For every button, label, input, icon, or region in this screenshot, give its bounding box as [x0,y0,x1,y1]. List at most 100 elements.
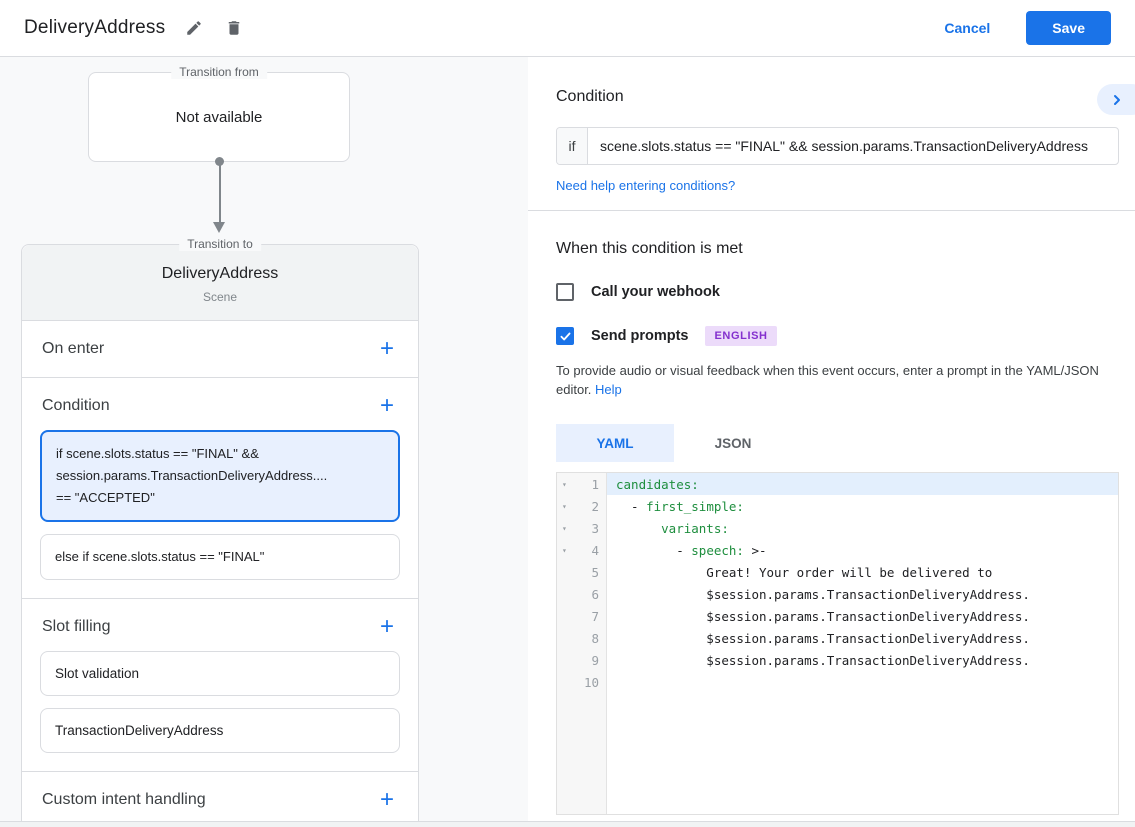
add-condition-button[interactable]: + [376,394,398,418]
yaml-key: first_simple: [646,498,744,514]
code-line[interactable]: $session.params.TransactionDeliveryAddre… [607,605,1118,627]
condition-help-link[interactable]: Need help entering conditions? [556,178,736,193]
scene-name: DeliveryAddress [161,265,279,282]
add-slot-button[interactable]: + [376,615,398,639]
prompt-description: To provide audio or visual feedback when… [556,361,1116,399]
code-text: Great! Your order will be delivered to [616,564,993,580]
top-bar: DeliveryAddress Cancel Save [0,0,1135,57]
editor-gutter-cell: 10 [557,671,606,693]
code-text: $session.params.TransactionDeliveryAddre… [616,608,1030,624]
chevron-right-icon [1109,92,1125,108]
transition-from-box: Transition from Not available [88,65,350,162]
code-text: $session.params.TransactionDeliveryAddre… [616,586,1030,602]
editor-gutter-cell: 9 [557,649,606,671]
code-line[interactable]: - first_simple: [607,495,1118,517]
plus-icon: + [379,613,394,640]
scene-card-header: DeliveryAddress Scene [22,245,418,321]
editor-gutter-cell: ▾3 [557,517,606,539]
editor-code-area[interactable]: candidates: - first_simple: variants: - … [607,473,1118,814]
prompt-description-text: To provide audio or visual feedback when… [556,363,1099,397]
collapse-panel-button[interactable] [1097,84,1135,115]
tab-json[interactable]: JSON [714,435,752,451]
save-button[interactable]: Save [1026,11,1111,45]
webhook-row: Call your webhook [556,283,1119,301]
code-line[interactable]: candidates: [607,473,1118,495]
editor-gutter-cell: 8 [557,627,606,649]
code-line[interactable]: $session.params.TransactionDeliveryAddre… [607,649,1118,671]
page-title: DeliveryAddress [24,17,166,38]
section-slot-filling: Slot filling + Slot validation Transacti… [22,599,418,772]
line-number: 2 [591,498,599,514]
add-custom-intent-button[interactable]: + [376,788,398,812]
checkmark-icon [559,330,572,343]
prompt-help-link[interactable]: Help [595,382,622,397]
code-text: $session.params.TransactionDeliveryAddre… [616,652,1030,668]
fold-arrow-icon[interactable]: ▾ [562,479,567,489]
code-line[interactable]: $session.params.TransactionDeliveryAddre… [607,627,1118,649]
slot-filling-label: Slot filling [42,618,111,635]
on-enter-label: On enter [42,340,105,357]
line-number: 9 [591,652,599,668]
slot-validation-card[interactable]: Slot validation [40,651,400,696]
scene-graph-panel: Transition from Not available Transition… [0,57,528,822]
plus-icon: + [379,786,394,813]
delete-scene-button[interactable] [219,13,249,43]
condition-expression-input[interactable]: scene.slots.status == "FINAL" && session… [600,138,1088,154]
section-on-enter: On enter + [22,321,418,378]
code-text: >- [743,542,767,558]
line-number: 4 [591,542,599,558]
tab-yaml[interactable]: YAML [556,424,674,462]
panel-divider [528,210,1135,211]
editor-gutter-cell: 5 [557,561,606,583]
flow-connector-dot [215,157,224,166]
if-prefix: if [557,128,588,164]
fold-arrow-icon[interactable]: ▾ [562,501,567,511]
bottom-edge-divider [0,821,1135,827]
editor-gutter-cell: 7 [557,605,606,627]
fold-arrow-icon[interactable]: ▾ [562,523,567,533]
editor-gutter-cell: 6 [557,583,606,605]
condition-card[interactable]: else if scene.slots.status == "FINAL" [40,534,400,580]
section-condition: Condition + if scene.slots.status == "FI… [22,378,418,599]
yaml-key: speech: [691,542,744,558]
cancel-button[interactable]: Cancel [944,20,991,36]
webhook-label: Call your webhook [591,284,720,300]
transition-to-label: Transition to [179,237,261,251]
line-number: 5 [591,564,599,580]
condition-panel-heading: Condition [556,88,624,105]
plus-icon: + [379,335,394,362]
webhook-checkbox[interactable] [556,283,574,301]
scene-card: Transition to DeliveryAddress Scene On e… [21,237,419,822]
section-custom-intent: Custom intent handling + [22,772,418,822]
edit-name-button[interactable] [179,13,209,43]
code-line[interactable] [607,671,1118,693]
line-number: 1 [591,476,599,492]
code-text [616,521,661,536]
when-met-heading: When this condition is met [556,240,743,257]
line-number: 7 [591,608,599,624]
fold-arrow-icon[interactable]: ▾ [562,545,567,555]
code-line[interactable]: variants: [607,517,1118,539]
transition-from-label: Transition from [171,65,267,79]
line-number: 3 [591,520,599,536]
send-prompts-checkbox[interactable] [556,327,574,345]
yaml-key: candidates: [616,476,699,492]
add-on-enter-button[interactable]: + [376,337,398,361]
plus-icon: + [379,392,394,419]
transition-from-value: Not available [175,108,263,126]
code-line[interactable]: - speech: >- [607,539,1118,561]
pencil-icon [185,19,203,37]
code-text: $session.params.TransactionDeliveryAddre… [616,630,1030,646]
send-prompts-label: Send prompts [591,328,689,344]
custom-intent-label: Custom intent handling [42,791,206,808]
editor-gutter-cell: ▾1 [557,473,606,495]
flow-arrowhead-icon [213,222,225,233]
condition-label: Condition [42,397,110,414]
code-line[interactable]: Great! Your order will be delivered to [607,561,1118,583]
slot-card[interactable]: TransactionDeliveryAddress [40,708,400,753]
scene-type: Scene [202,290,238,304]
code-line[interactable]: $session.params.TransactionDeliveryAddre… [607,583,1118,605]
condition-card-selected[interactable]: if scene.slots.status == "FINAL" && sess… [40,430,400,522]
code-text: - [616,498,647,514]
